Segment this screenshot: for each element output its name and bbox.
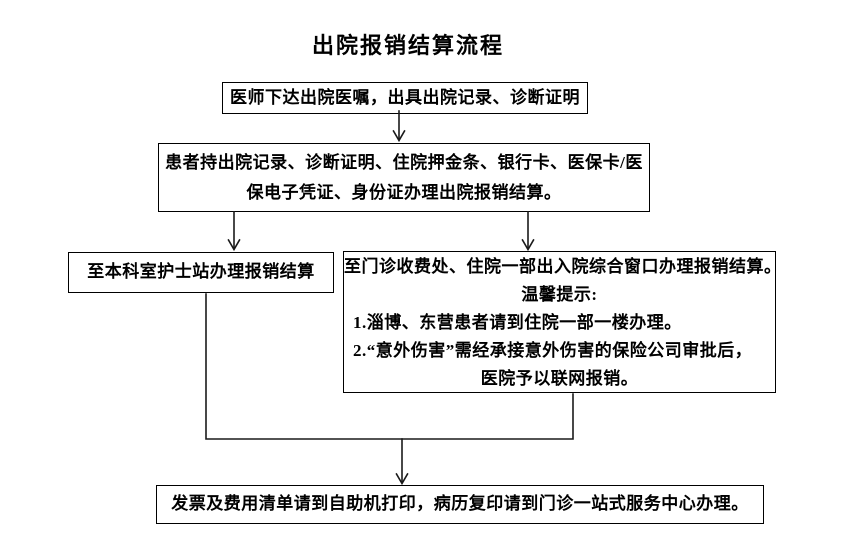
flow-box-doctor-order-text: 医师下达出院医嘱，出具出院记录、诊断证明 — [230, 88, 580, 107]
flow-box-invoice-print-text: 发票及费用清单请到自助机打印，病历复印请到门诊一站式服务中心办理。 — [171, 494, 749, 513]
flow-box-nurse-station: 至本科室护士站办理报销结算 — [68, 252, 334, 293]
flow-box-settlement-window-line-4: 2.“意外伤害”需经承接意外伤害的保险公司审批后， — [344, 337, 775, 365]
flow-box-doctor-order: 医师下达出院医嘱，出具出院记录、诊断证明 — [222, 82, 588, 114]
arrow-merge-to-invoice-head — [397, 474, 408, 484]
flow-box-settlement-window-line-5: 医院予以联网报销。 — [344, 365, 775, 393]
flow-box-settlement-window-line-2: 温馨提示: — [344, 281, 775, 309]
flow-box-patient-docs-line-2: 保电子凭证、身份证办理出院报销结算。 — [159, 178, 649, 208]
flow-box-nurse-station-text: 至本科室护士站办理报销结算 — [87, 262, 315, 281]
arrow-patient-to-window-head — [523, 240, 534, 250]
flow-box-patient-docs: 患者持出院记录、诊断证明、住院押金条、银行卡、医保卡/医 保电子凭证、身份证办理… — [158, 143, 650, 212]
flow-box-settlement-window: 至门诊收费处、住院一部出入院综合窗口办理报销结算。 温馨提示: 1.淄博、东营患… — [343, 251, 776, 393]
flow-box-patient-docs-line-1: 患者持出院记录、诊断证明、住院押金条、银行卡、医保卡/医 — [159, 148, 649, 178]
flow-box-invoice-print: 发票及费用清单请到自助机打印，病历复印请到门诊一站式服务中心办理。 — [156, 485, 764, 524]
page-title: 出院报销结算流程 — [0, 28, 816, 60]
flow-box-settlement-window-line-3: 1.淄博、东营患者请到住院一部一楼办理。 — [344, 309, 775, 337]
arrow-patient-to-nurse-head — [229, 240, 240, 250]
arrow-doctor-to-patient-head — [394, 131, 405, 141]
flow-box-settlement-window-line-1: 至门诊收费处、住院一部出入院综合窗口办理报销结算。 — [344, 253, 775, 281]
